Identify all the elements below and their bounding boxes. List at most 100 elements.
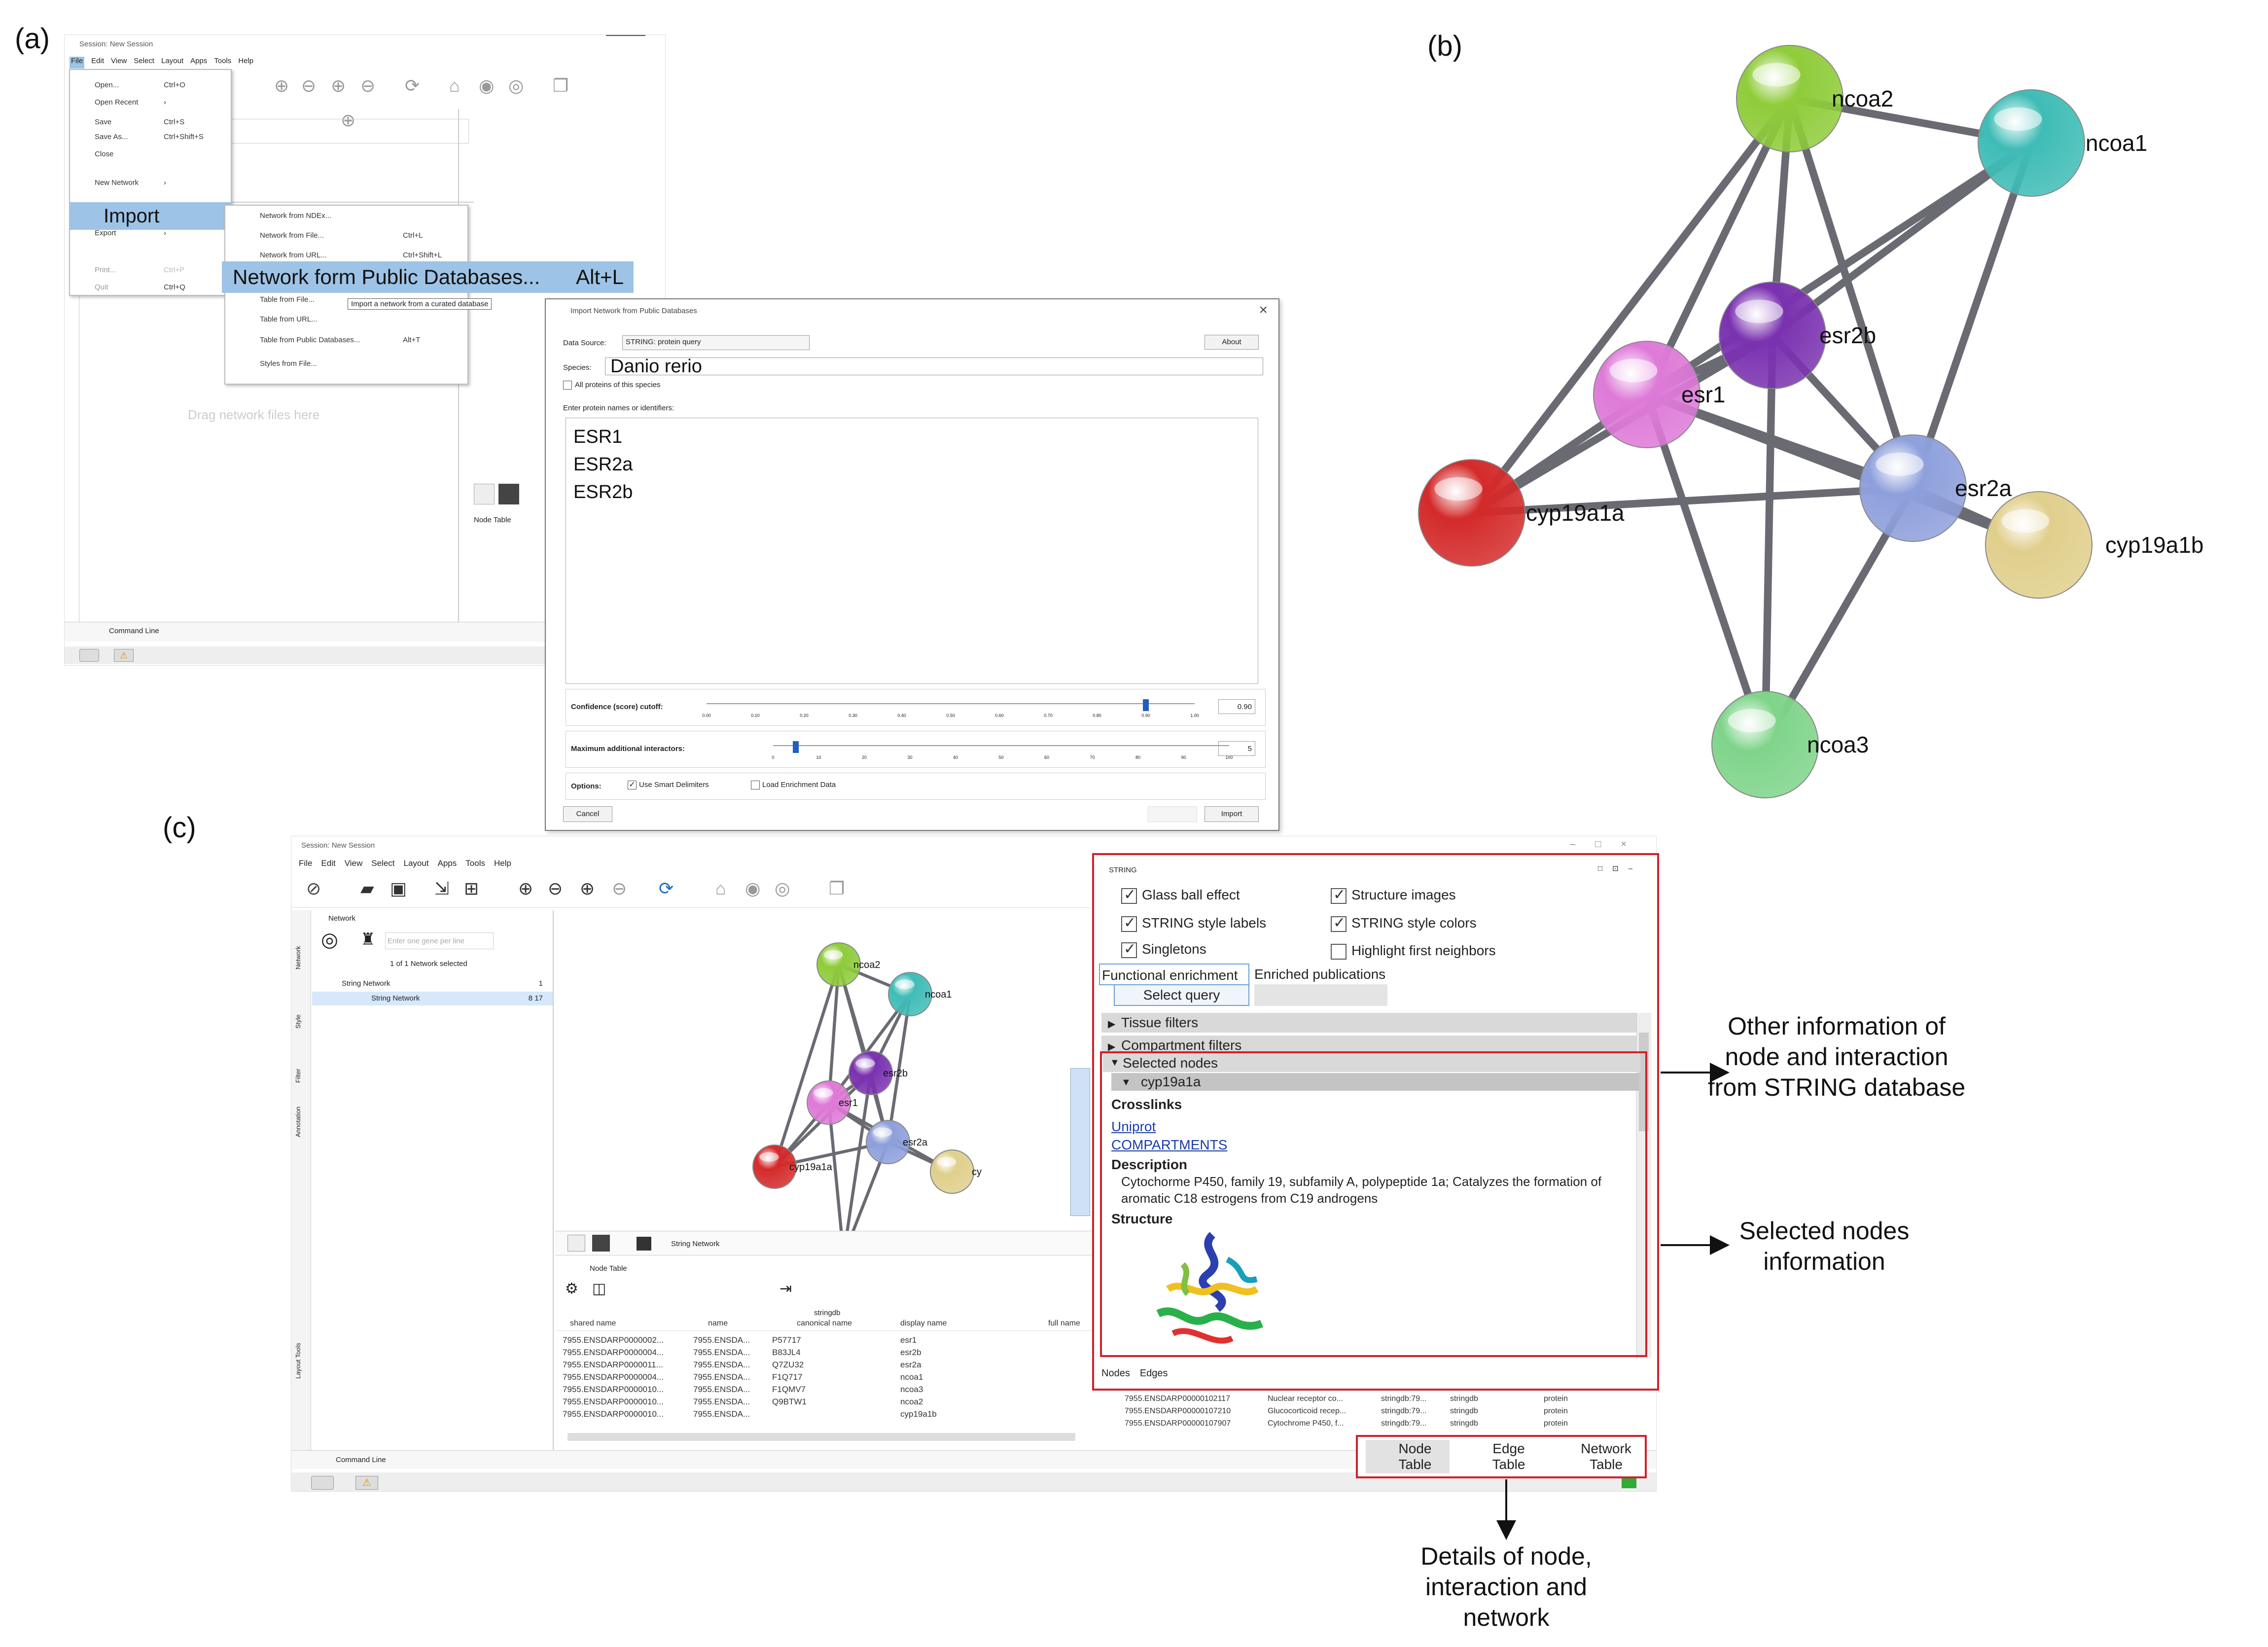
- zoom-in-icon[interactable]: ⊕: [274, 75, 289, 96]
- file-menu-item[interactable]: Export›: [70, 228, 230, 241]
- compartments-link[interactable]: COMPARTMENTS: [1111, 1137, 1228, 1152]
- node-cyp19a1b[interactable]: [1985, 491, 2092, 599]
- file-menu-item[interactable]: Save As...Ctrl+Shift+S: [70, 132, 230, 144]
- node-cyp19a1a[interactable]: [1418, 459, 1525, 567]
- edge-table-button[interactable]: Edge Table: [1459, 1440, 1543, 1473]
- node-esr2b[interactable]: [1719, 282, 1826, 389]
- zoom-fit-icon[interactable]: ⊕: [580, 878, 595, 898]
- string-panel-header[interactable]: STRING: [1109, 866, 1137, 874]
- network-table-button[interactable]: Network Table: [1548, 1440, 1644, 1473]
- cloud-icon[interactable]: [311, 1476, 334, 1490]
- table-column-header[interactable]: full name: [1048, 1319, 1080, 1327]
- export-icon[interactable]: ⇥: [780, 1281, 792, 1297]
- menu-edit[interactable]: Edit: [91, 57, 105, 65]
- image-icon[interactable]: [637, 1237, 651, 1251]
- menu-file[interactable]: File: [299, 859, 313, 868]
- network-tab[interactable]: Network: [328, 914, 356, 923]
- import-submenu-item[interactable]: Network from URL...Ctrl+Shift+L: [225, 250, 467, 263]
- import-button[interactable]: Import: [1205, 806, 1259, 822]
- max-slider-handle[interactable]: [793, 741, 799, 753]
- node-table-tab[interactable]: Node Table: [590, 1264, 627, 1273]
- cancel-button[interactable]: Cancel: [563, 806, 612, 822]
- zoom-in-icon[interactable]: ⊕: [518, 878, 533, 898]
- tree-row-selected[interactable]: String Network 8 17: [312, 992, 553, 1005]
- show-icon[interactable]: ◎: [508, 75, 524, 96]
- uniprot-link[interactable]: Uniprot: [1111, 1119, 1156, 1134]
- open-session-icon[interactable]: ⊘: [306, 878, 321, 898]
- checkbox[interactable]: [1331, 914, 1347, 932]
- file-menu-item[interactable]: Open Recent›: [70, 97, 230, 110]
- file-menu-item[interactable]: Print...Ctrl+P: [70, 265, 230, 278]
- copy-icon[interactable]: ❐: [553, 75, 569, 96]
- import-submenu-item[interactable]: Network from File...Ctrl+L: [225, 230, 467, 243]
- cloud-icon[interactable]: [79, 649, 99, 662]
- check-structure-images[interactable]: Structure images: [1331, 886, 1456, 904]
- check-highlight-first-neighbors[interactable]: Highlight first neighbors: [1331, 943, 1496, 960]
- smart-delimiters-checkbox[interactable]: ✓Use Smart Delimiters: [628, 781, 709, 790]
- file-menu-item[interactable]: Close: [70, 149, 230, 162]
- memory-indicator[interactable]: [1622, 1477, 1636, 1488]
- side-tab-style[interactable]: Style: [294, 1014, 302, 1029]
- home-icon[interactable]: ⌂: [715, 878, 726, 898]
- table-row[interactable]: 7955.ENSDARP0000004...7955.ENSDA...B83JL…: [555, 1347, 1093, 1359]
- data-source-select[interactable]: STRING: protein query: [622, 335, 810, 350]
- zoom-out-icon[interactable]: ⊖: [548, 878, 563, 898]
- columns-icon[interactable]: ◫: [592, 1281, 606, 1297]
- spiral-icon[interactable]: ◎: [321, 929, 338, 951]
- tree-row[interactable]: String Network 1: [312, 977, 553, 991]
- menu-file[interactable]: File: [70, 57, 85, 69]
- network-grid-icon[interactable]: [567, 1235, 585, 1252]
- select-query-button[interactable]: Select query: [1114, 984, 1249, 1006]
- table-row[interactable]: 7955.ENSDARP0000002...7955.ENSDA...P5771…: [555, 1334, 1093, 1346]
- checkbox[interactable]: [1121, 940, 1137, 958]
- about-button[interactable]: About: [1205, 335, 1259, 350]
- search-box[interactable]: [227, 119, 469, 143]
- search-input[interactable]: Enter one gene per line: [385, 932, 494, 949]
- menu-tools[interactable]: Tools: [465, 859, 485, 868]
- check-string-style-labels[interactable]: STRING style labels: [1121, 914, 1266, 932]
- share-icon[interactable]: [498, 484, 519, 504]
- check-singletons[interactable]: Singletons: [1121, 940, 1206, 958]
- max-value[interactable]: 5: [1218, 741, 1255, 756]
- checkbox[interactable]: [1331, 943, 1347, 960]
- checkbox[interactable]: [1331, 886, 1347, 904]
- menu-layout[interactable]: Layout: [161, 57, 184, 65]
- check-string-style-colors[interactable]: STRING style colors: [1331, 914, 1477, 932]
- command-line-label[interactable]: Command Line: [109, 627, 159, 635]
- menu-view[interactable]: View: [111, 57, 127, 65]
- command-line-label[interactable]: Command Line: [336, 1456, 386, 1464]
- import-network-icon[interactable]: ⇲: [434, 878, 450, 898]
- side-tab-layout-tools[interactable]: Layout Tools: [294, 1343, 302, 1379]
- selected-nodes-section[interactable]: Selected nodes: [1103, 1054, 1640, 1072]
- menu-apps[interactable]: Apps: [437, 859, 457, 868]
- panel-controls[interactable]: □⊡–: [1598, 864, 1642, 873]
- confidence-value[interactable]: 0.90: [1218, 699, 1255, 714]
- import-table-icon[interactable]: ⊞: [464, 878, 479, 898]
- open-folder-icon[interactable]: ▰: [360, 878, 374, 898]
- enrichment-checkbox[interactable]: Load Enrichment Data: [751, 781, 836, 790]
- warning-icon[interactable]: ⚠: [355, 1476, 378, 1490]
- menu-select[interactable]: Select: [134, 57, 154, 65]
- table-column-header[interactable]: canonical name: [797, 1319, 852, 1327]
- tissue-filters-section[interactable]: Tissue filters: [1101, 1013, 1649, 1033]
- edges-tab[interactable]: Edges: [1139, 1368, 1168, 1379]
- menu-tools[interactable]: Tools: [214, 57, 232, 65]
- mini-node-cyp19a1b[interactable]: [930, 1149, 974, 1194]
- warning-icon[interactable]: ⚠: [114, 649, 134, 662]
- home-icon[interactable]: ⌂: [449, 75, 460, 96]
- table-row[interactable]: 7955.ENSDARP0000011...7955.ENSDA...Q7ZU3…: [555, 1359, 1093, 1371]
- zoom-selected-icon[interactable]: ⊖: [612, 878, 627, 898]
- node-table-button[interactable]: Node Table: [1366, 1440, 1450, 1473]
- import-submenu-item[interactable]: Table from Public Databases...Alt+T: [225, 335, 467, 348]
- node-section[interactable]: cyp19a1a: [1111, 1073, 1639, 1091]
- side-tab-network[interactable]: Network: [294, 946, 302, 969]
- menu-apps[interactable]: Apps: [190, 57, 208, 65]
- node-ncoa2[interactable]: [1736, 45, 1843, 152]
- menu-help[interactable]: Help: [238, 57, 254, 65]
- enriched-publications-tab[interactable]: Enriched publications: [1254, 967, 1385, 986]
- menu-help[interactable]: Help: [494, 859, 511, 868]
